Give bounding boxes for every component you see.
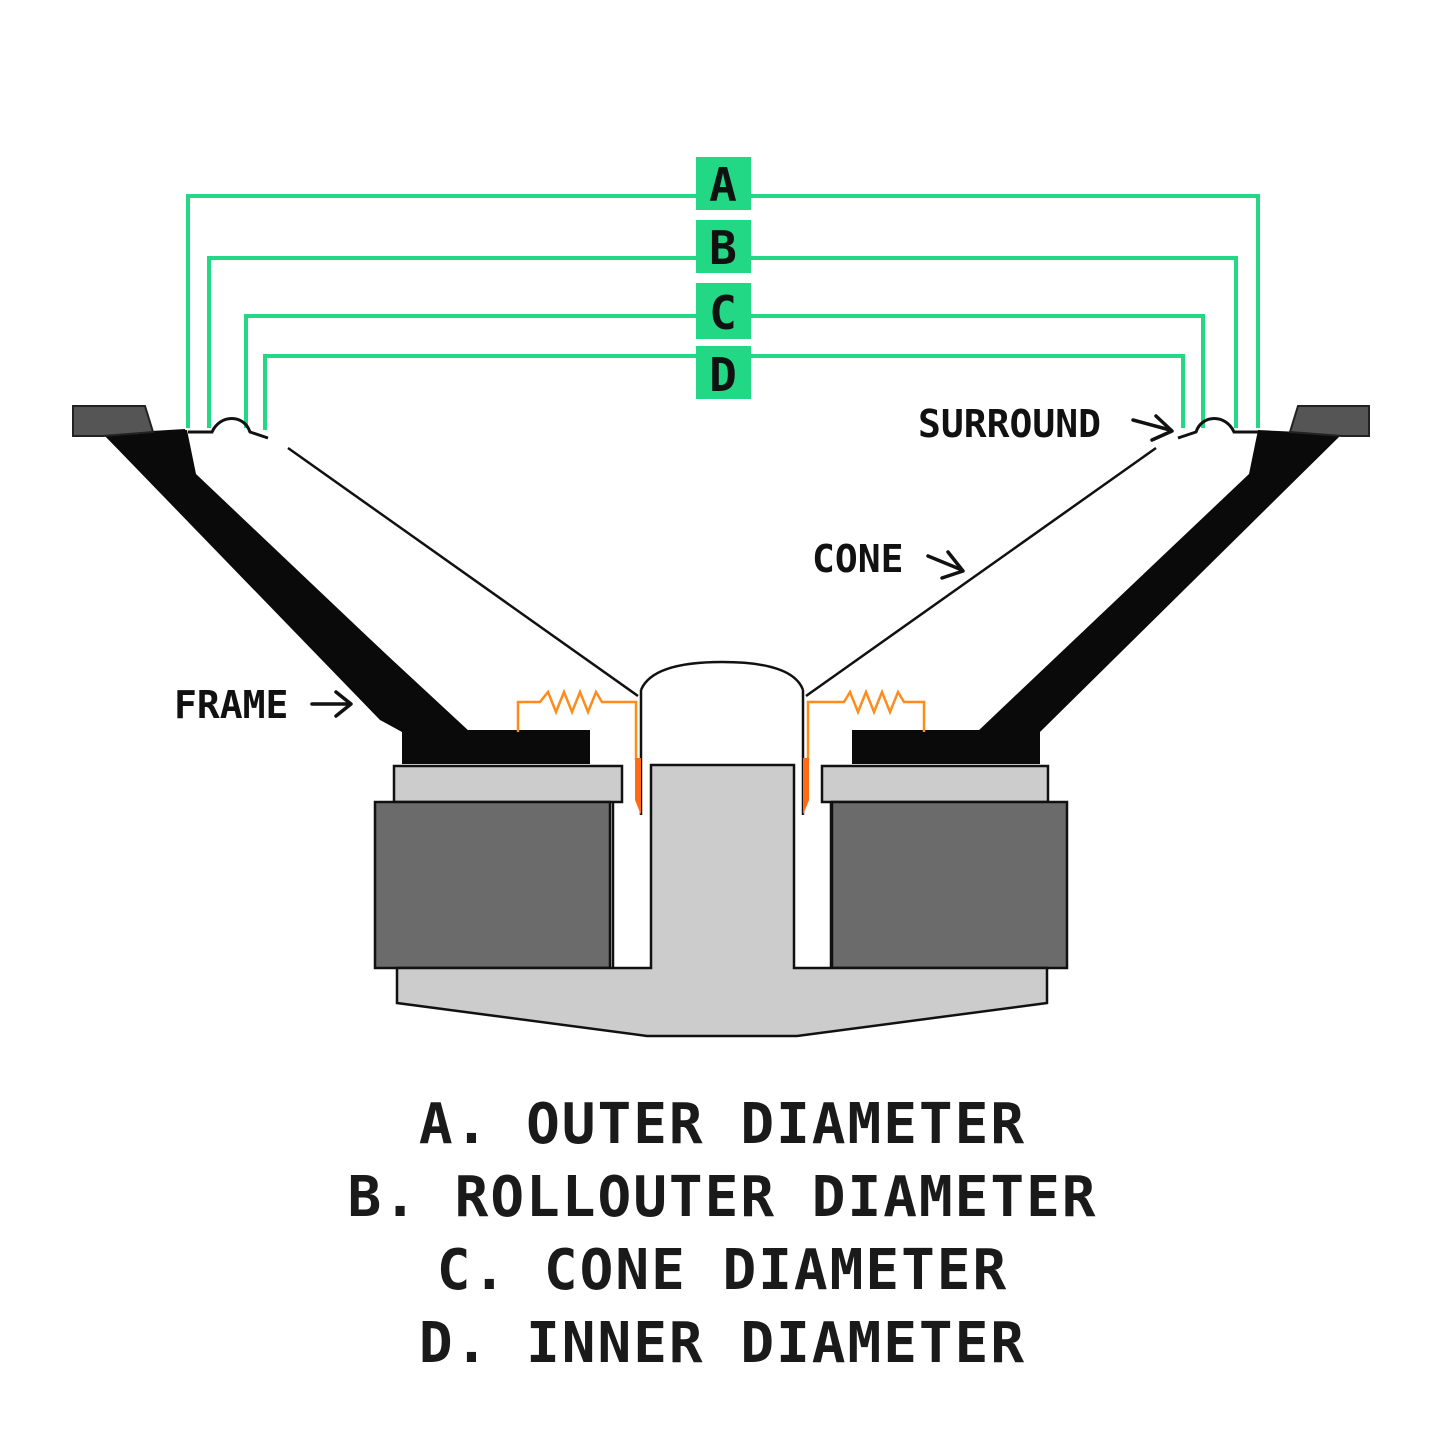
dimension-letter-boxes: A B C D xyxy=(696,157,751,402)
lead-wires xyxy=(516,688,926,760)
dimension-box-c xyxy=(696,283,751,339)
frame-right-strut xyxy=(977,430,1342,732)
dust-cap xyxy=(639,660,805,691)
dimension-letter-a: A xyxy=(709,158,737,212)
part-labels: SURROUND CONE FRAME xyxy=(174,402,1174,727)
dimension-box-d xyxy=(696,346,751,399)
dimension-legend: A. OUTER DIAMETER B. ROLLOUTER DIAMETER … xyxy=(0,1088,1445,1380)
dimension-box-b xyxy=(696,220,751,273)
dimension-letter-b: B xyxy=(709,221,737,275)
frame-right-flange xyxy=(1288,405,1370,437)
surround-left xyxy=(188,417,269,440)
legend-item-rollouter-diameter: B. ROLLOUTER DIAMETER xyxy=(347,1165,1098,1230)
label-surround: SURROUND xyxy=(918,402,1101,446)
frame xyxy=(72,405,1370,764)
pole-piece xyxy=(395,763,1049,1038)
top-plate-left xyxy=(392,764,624,804)
frame-left-strut xyxy=(103,430,468,732)
magnet-left xyxy=(373,800,612,970)
lead-wire-left xyxy=(516,688,638,760)
surround-right xyxy=(1177,417,1258,440)
surround xyxy=(188,417,1258,440)
magnets xyxy=(373,800,1069,970)
top-plate-right xyxy=(820,764,1050,804)
voice-coil xyxy=(635,758,809,815)
legend-item-cone-diameter: C. CONE DIAMETER xyxy=(436,1238,1009,1303)
dimension-box-a xyxy=(696,157,751,210)
dimension-letter-c: C xyxy=(709,286,737,340)
cone xyxy=(287,446,1157,698)
voice-coil-left xyxy=(635,758,641,815)
cone-left-line xyxy=(287,446,639,698)
legend-item-inner-diameter: D. INNER DIAMETER xyxy=(418,1311,1027,1376)
top-plates xyxy=(392,764,1050,804)
arrow-cone-icon xyxy=(926,550,965,580)
cone-right-line xyxy=(805,446,1157,698)
label-cone: CONE xyxy=(812,537,904,581)
lead-wire-right xyxy=(806,688,926,760)
frame-left-base xyxy=(402,730,590,764)
label-frame: FRAME xyxy=(174,683,288,727)
arrow-frame-icon xyxy=(310,690,353,718)
arrow-surround-icon xyxy=(1131,414,1174,442)
frame-left-flange xyxy=(72,405,155,437)
voice-coil-right xyxy=(803,758,809,815)
legend-item-outer-diameter: A. OUTER DIAMETER xyxy=(418,1092,1027,1157)
magnet-right xyxy=(830,800,1069,970)
frame-right-base xyxy=(852,730,1040,764)
dimension-letter-d: D xyxy=(709,348,737,402)
